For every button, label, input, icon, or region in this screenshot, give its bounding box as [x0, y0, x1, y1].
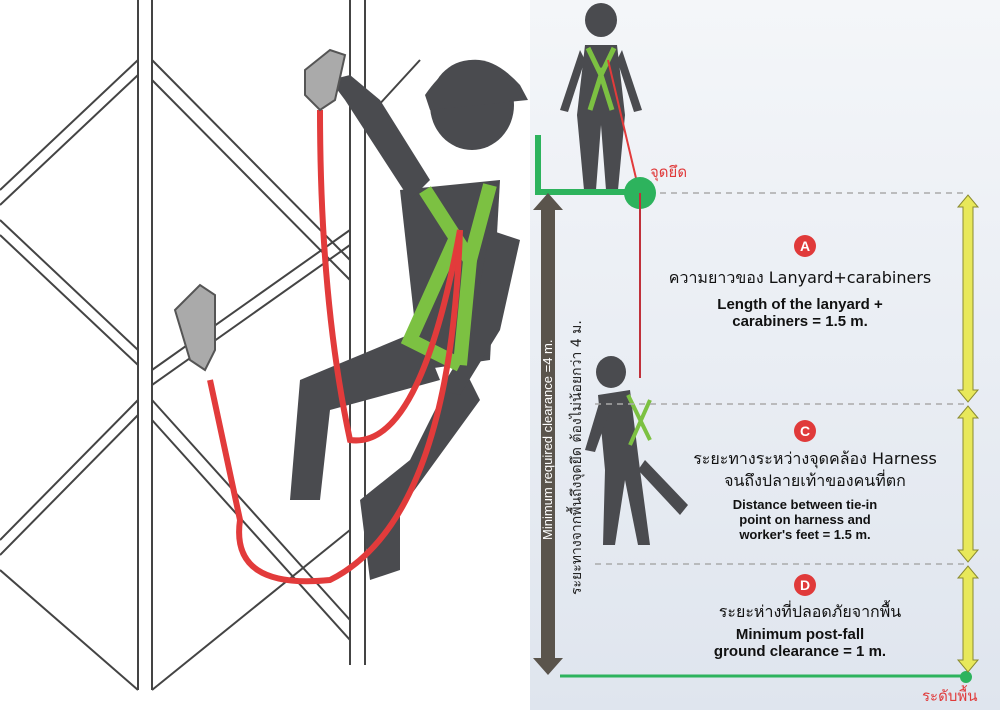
yellow-dimension-arrows	[956, 194, 980, 673]
vertical-clearance-english: Minimum required clearance =4 m.	[540, 339, 555, 541]
section-a-english-line: Length of the lanyard +	[717, 296, 883, 313]
harness	[400, 183, 497, 372]
section-c-thai-line: จนถึงปลายเท้าของคนที่ตก	[724, 471, 906, 490]
section-d-english: Minimum post-fall ground clearance = 1 m…	[680, 626, 920, 660]
section-c-thai: ระยะทางระหว่างจุดคล้อง Harness จนถึงปลาย…	[660, 448, 970, 492]
section-d-english-line: ground clearance = 1 m.	[713, 643, 887, 660]
section-a-english-line: carabiners = 1.5 m.	[732, 313, 868, 330]
lanyard	[207, 109, 463, 585]
total-clearance-arrow	[533, 193, 563, 675]
ground-level-label: ระดับพื้น	[922, 687, 978, 705]
steel-truss	[0, 0, 421, 691]
vertical-clearance-thai: ระยะทางจากพื้นถึงจุดยึด ต้องไม่น้อยกว่า …	[569, 320, 585, 595]
section-d-thai: ระยะห่างที่ปลอดภัยจากพื้น	[718, 602, 902, 621]
section-a-thai: ความยาวของ Lanyard+carabiners	[668, 268, 932, 287]
section-c-badge: C	[794, 420, 816, 442]
section-c-english: Distance between tie-in point on harness…	[690, 497, 920, 542]
section-c-thai-line: ระยะทางระหว่างจุดคล้อง Harness	[693, 449, 937, 468]
section-a-badge: A	[794, 235, 816, 257]
section-a-english: Length of the lanyard + carabiners = 1.5…	[650, 296, 950, 330]
section-c-english-line: worker's feet = 1.5 m.	[739, 527, 871, 542]
section-d-badge: D	[794, 574, 816, 596]
section-d-english-line: Minimum post-fall	[735, 626, 865, 643]
carabiner-icon	[173, 48, 347, 372]
dashed-guides	[595, 192, 968, 565]
anchor-point-label: จุดยึด	[650, 163, 688, 181]
section-c-english-line: point on harness and	[739, 512, 871, 527]
anchor-platform	[535, 135, 640, 195]
falling-worker-figure	[585, 356, 688, 545]
ground-point-icon	[960, 671, 972, 683]
section-c-english-line: Distance between tie-in	[732, 497, 878, 512]
climbing-worker-figure	[290, 59, 528, 580]
